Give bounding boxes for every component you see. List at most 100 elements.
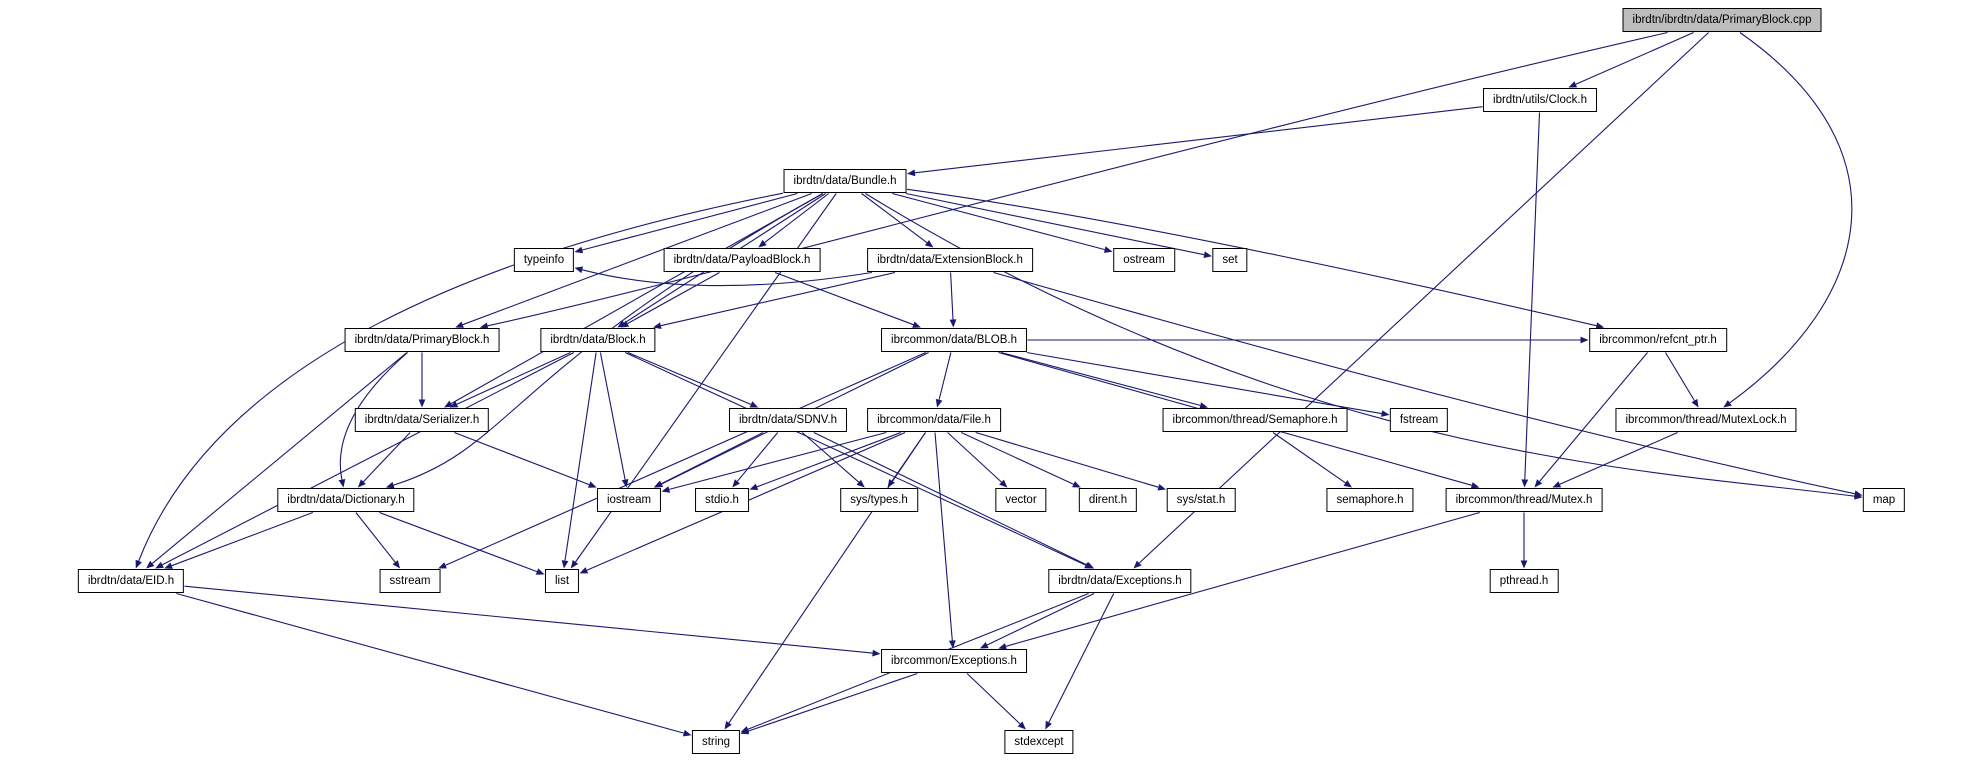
arrowhead-file_h-dirent_h (1072, 481, 1081, 488)
arrowhead-blob_h-mutex_h (1470, 482, 1480, 489)
edge-eid_h-exceptions_ibr (184, 585, 873, 654)
arrowhead-sdnv_h-sys_types_h (856, 479, 865, 488)
edge-file_h-vector (947, 432, 1002, 483)
arrowhead-serializer_h-dictionary_h (357, 479, 366, 488)
graph-node-refcnt_ptr_h[interactable]: ibrcommon/refcnt_ptr.h (1589, 328, 1727, 352)
graph-node-exceptions_ibr[interactable]: ibrcommon/Exceptions.h (881, 649, 1027, 673)
arrowhead-blob_h-file_h (935, 398, 943, 408)
graph-node-sys_types_h: sys/types.h (840, 488, 918, 512)
arrowhead-extensionblock_h-typeinfo (574, 266, 584, 274)
arrowhead-bundle_h-payloadblock_h (758, 239, 767, 248)
graph-node-pthread_h: pthread.h (1489, 569, 1559, 593)
edge-primaryblock_cpp-exceptions_dtn (1138, 32, 1709, 564)
graph-node-blob_h[interactable]: ibrcommon/data/BLOB.h (881, 328, 1027, 352)
edge-block_h-exceptions_dtn (624, 352, 1086, 566)
graph-node-extensionblock_h[interactable]: ibrdtn/data/ExtensionBlock.h (867, 248, 1033, 272)
edge-file_h-iostream (669, 431, 887, 490)
edge-payloadblock_h-blob_h (774, 271, 914, 326)
graph-node-serializer_h[interactable]: ibrdtn/data/Serializer.h (354, 408, 490, 432)
edge-clock_h-mutex_h (1524, 112, 1541, 480)
arrowhead-refcnt_ptr_h-mutex_h (1534, 479, 1543, 488)
graph-node-sdnv_h[interactable]: ibrdtn/data/SDNV.h (728, 408, 848, 432)
arrowhead-block_h-list (561, 560, 569, 569)
graph-node-eid_h[interactable]: ibrdtn/data/EID.h (77, 569, 185, 593)
edge-dictionary_h-sstream (355, 512, 396, 563)
graph-node-stdexcept: stdexcept (1004, 730, 1074, 754)
arrowhead-bundle_h-set (1203, 251, 1212, 258)
arrowhead-payloadblock_h-blob_h (912, 321, 921, 328)
arrowhead-mutex_h-pthread_h (1520, 560, 1528, 569)
graph-node-exceptions_dtn[interactable]: ibrdtn/data/Exceptions.h (1048, 569, 1192, 593)
arrowhead-bundle_h-dictionary_h (385, 481, 395, 489)
graph-node-map: map (1862, 488, 1906, 512)
graph-node-clock_h[interactable]: ibrdtn/utils/Clock.h (1483, 88, 1597, 112)
arrowhead-mutexlock_h-mutex_h (1552, 481, 1562, 488)
edge-blob_h-sstream (445, 351, 927, 566)
arrowhead-blob_h-semaphore_ibr (1199, 402, 1208, 409)
graph-node-bundle_h[interactable]: ibrdtn/data/Bundle.h (783, 169, 907, 193)
edge-file_h-exceptions_ibr (934, 432, 953, 641)
arrowhead-primaryblock_cpp-exceptions_dtn (1133, 560, 1142, 569)
arrowhead-file_h-list (579, 567, 589, 574)
edge-block_h-sdnv_h (627, 351, 752, 405)
graph-node-mutexlock_h[interactable]: ibrcommon/thread/MutexLock.h (1615, 408, 1797, 432)
arrowhead-extensionblock_h-map (1854, 490, 1863, 498)
graph-node-mutex_h[interactable]: ibrcommon/thread/Mutex.h (1445, 488, 1603, 512)
arrowhead-payloadblock_h-block_h (620, 320, 630, 328)
arrowhead-file_h-stdio_h (749, 483, 759, 490)
edge-blob_h-semaphore_ibr (1000, 351, 1201, 406)
edge-sdnv_h-stdio_h (736, 432, 779, 482)
edge-dictionary_h-eid_h (171, 511, 313, 567)
graph-node-stdio_h: stdio.h (695, 488, 749, 512)
arrowhead-exceptions_dtn-stdexcept (1045, 720, 1052, 730)
arrowhead-blob_h-refcnt_ptr_h (1580, 336, 1589, 344)
arrowhead-eid_h-exceptions_ibr (872, 649, 881, 657)
arrowhead-bundle_h-serializer_h (444, 400, 453, 408)
edge-block_h-iostream (599, 352, 626, 480)
edge-extensionblock_h-typeinfo (582, 269, 872, 287)
edge-bundle_h-payloadblock_h (764, 193, 830, 244)
graph-node-ostream: ostream (1113, 248, 1175, 272)
arrowhead-primaryblock_cpp-mutexlock_h (1723, 400, 1732, 408)
graph-node-list: list (544, 569, 580, 593)
arrowhead-exceptions_dtn-exceptions_ibr (979, 642, 989, 649)
graph-node-file_h[interactable]: ibrcommon/data/File.h (867, 408, 1001, 432)
graph-node-payloadblock_h[interactable]: ibrdtn/data/PayloadBlock.h (663, 248, 821, 272)
edge-file_h-stdio_h (756, 431, 902, 488)
arrowhead-file_h-exceptions_ibr (948, 640, 956, 649)
arrowhead-bundle_h-refcnt_ptr_h (1595, 322, 1605, 329)
graph-node-primaryblock_h[interactable]: ibrdtn/data/PrimaryBlock.h (344, 328, 500, 352)
edge-blob_h-file_h (938, 352, 952, 400)
edge-bundle_h-extensionblock_h (861, 193, 928, 244)
edge-bundle_h-set (905, 192, 1205, 256)
graph-node-block_h[interactable]: ibrdtn/data/Block.h (540, 328, 656, 352)
arrowhead-primaryblock_h-serializer_h (418, 399, 426, 408)
arrowhead-blob_h-fstream (1381, 410, 1390, 417)
graph-node-string: string (691, 730, 741, 754)
arrowhead-file_h-iostream (661, 486, 671, 493)
graph-node-dictionary_h[interactable]: ibrdtn/data/Dictionary.h (277, 488, 415, 512)
edge-sdnv_h-exceptions_dtn (813, 432, 1088, 566)
edge-exceptions_dtn-exceptions_ibr (986, 593, 1095, 646)
graph-node-sys_stat_h: sys/stat.h (1166, 488, 1236, 512)
graph-node-primaryblock_cpp: ibrdtn/ibrdtn/data/PrimaryBlock.cpp (1622, 8, 1822, 32)
graph-node-set: set (1212, 248, 1248, 272)
edge-clock_h-bundle_h (914, 106, 1483, 174)
edge-mutexlock_h-mutex_h (1559, 431, 1678, 485)
arrowhead-block_h-eid_h (155, 561, 164, 569)
arrowhead-bundle_h-primaryblock_h (455, 321, 464, 328)
edge-block_h-serializer_h (456, 351, 571, 405)
edge-block_h-eid_h (162, 352, 575, 566)
arrowhead-serializer_h-iostream (588, 481, 597, 488)
arrowhead-primaryblock_cpp-clock_h (1568, 81, 1578, 88)
edge-semaphore_ibr-semaphore_sys (1272, 432, 1346, 484)
arrowhead-clock_h-mutex_h (1521, 479, 1529, 488)
graph-node-dirent_h: dirent.h (1078, 488, 1138, 512)
edge-refcnt_ptr_h-mutex_h (1539, 352, 1648, 482)
edge-primaryblock_h-dictionary_h (339, 352, 408, 480)
edge-bundle_h-map (865, 193, 1855, 497)
edge-primaryblock_cpp-clock_h (1575, 31, 1694, 85)
graph-node-semaphore_ibr[interactable]: ibrcommon/thread/Semaphore.h (1162, 408, 1348, 432)
arrowhead-file_h-vector (999, 479, 1008, 488)
edge-exceptions_ibr-string (747, 672, 918, 732)
